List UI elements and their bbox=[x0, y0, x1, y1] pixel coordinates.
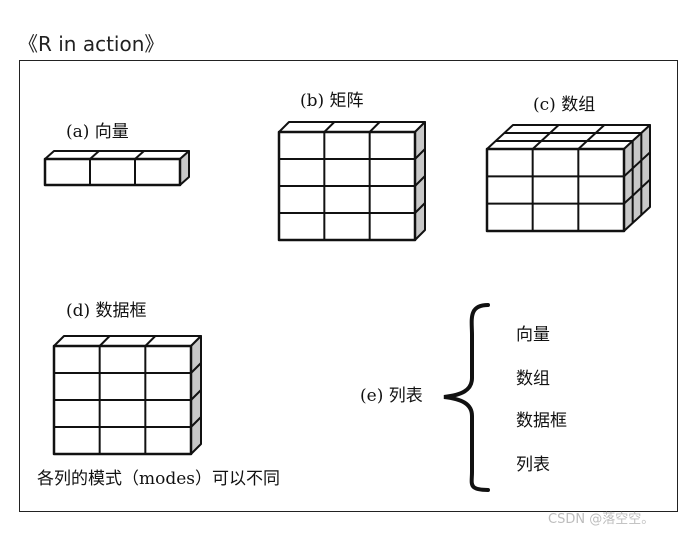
figure-frame bbox=[19, 60, 678, 512]
list-brace bbox=[443, 303, 490, 492]
array-block-top-face bbox=[486, 124, 651, 150]
matrix-block-side-row bbox=[414, 202, 426, 214]
array-label: (c) 数组 bbox=[533, 95, 595, 115]
dataframe-caption: 各列的模式（modes）可以不同 bbox=[37, 469, 280, 489]
block-shapes bbox=[43, 121, 651, 456]
matrix-block-top-col bbox=[368, 121, 381, 133]
dataframe-block-side-row bbox=[190, 362, 202, 374]
matrix-block-side-row bbox=[414, 148, 426, 160]
list-label: (e) 列表 bbox=[360, 386, 423, 406]
list-item-array: 数组 bbox=[516, 369, 550, 389]
matrix-block-top-face bbox=[278, 121, 426, 133]
dataframe-block-top-col bbox=[144, 335, 157, 347]
vector-block-top-col bbox=[134, 150, 145, 160]
vector-block-top-col bbox=[89, 150, 100, 160]
dataframe-block-side-row bbox=[190, 416, 202, 428]
dataframe-block-top-face bbox=[53, 335, 202, 347]
list-item-list: 列表 bbox=[516, 455, 550, 475]
matrix-label: (b) 矩阵 bbox=[300, 91, 364, 111]
array-block-side-row bbox=[623, 178, 651, 205]
dataframe-block-side-row bbox=[190, 389, 202, 401]
dataframe-label: (d) 数据框 bbox=[66, 301, 147, 321]
list-item-dataframe: 数据框 bbox=[516, 411, 567, 431]
array-block-top-col bbox=[577, 124, 606, 150]
array-block-front-face bbox=[485, 147, 626, 233]
page-title: 《R in action》 bbox=[18, 32, 165, 56]
matrix-block-top-col bbox=[323, 121, 336, 133]
vector-label: (a) 向量 bbox=[66, 122, 129, 142]
array-block-top-col bbox=[531, 124, 560, 150]
watermark: CSDN @落空空。 bbox=[548, 512, 654, 527]
list-item-vector: 向量 bbox=[516, 325, 550, 345]
matrix-block-side-row bbox=[414, 175, 426, 187]
vector-block-front-face bbox=[43, 157, 182, 187]
array-block-side-row bbox=[623, 151, 651, 178]
dataframe-block-top-col bbox=[98, 335, 111, 347]
